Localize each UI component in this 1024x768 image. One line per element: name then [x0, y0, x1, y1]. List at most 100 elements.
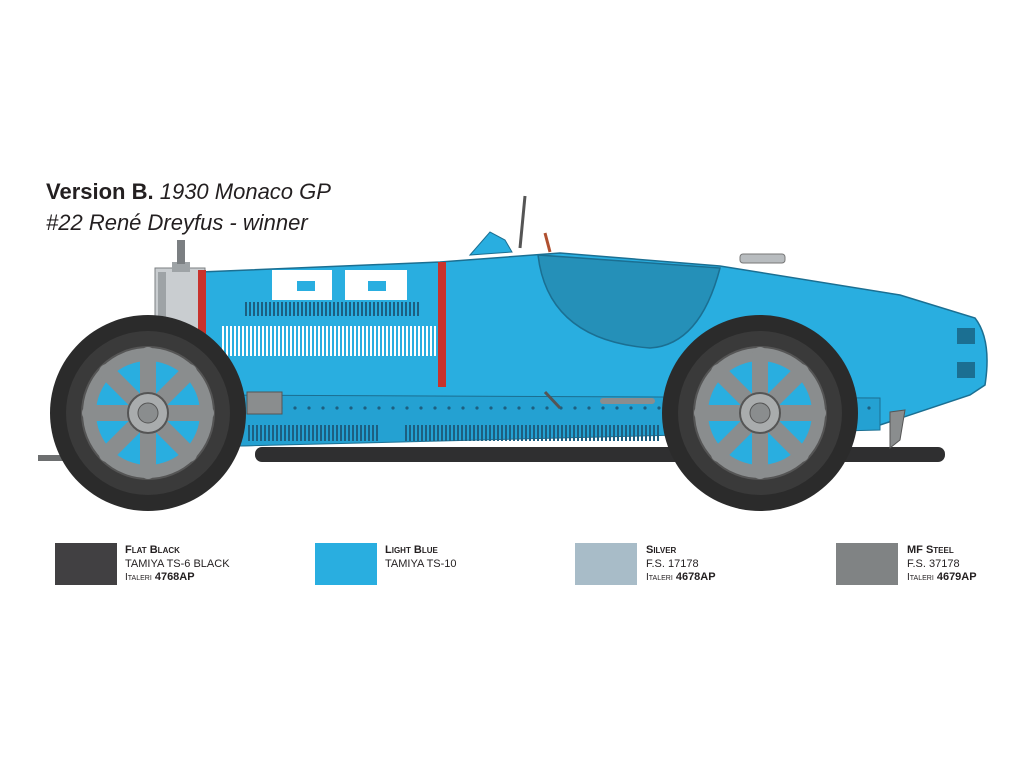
wheel-spoke [98, 417, 144, 463]
louvre-slot [525, 425, 527, 441]
rivet [503, 406, 507, 410]
louvre-slot [529, 425, 531, 441]
rivet [531, 406, 535, 410]
color-swatch-silver [575, 543, 637, 585]
louvre-slot [629, 425, 631, 441]
rivet [405, 406, 409, 410]
louvre-slot [312, 425, 314, 441]
louvre-slot [501, 425, 503, 441]
louvre-slot [509, 425, 511, 441]
louvre-slot [461, 425, 463, 441]
louvre-slot [274, 326, 276, 356]
louvre-slot [401, 302, 403, 316]
windscreen [468, 231, 513, 256]
louvre-slot [316, 425, 318, 441]
rivet [643, 406, 647, 410]
louvre-slot [413, 302, 415, 316]
louvre-slot [657, 425, 659, 441]
louvre-slot [633, 425, 635, 441]
rivet [419, 406, 423, 410]
louvre-slot [398, 326, 400, 356]
color-name: Light Blue [385, 544, 438, 556]
louvre-slot [377, 302, 379, 316]
louvre-slot [329, 302, 331, 316]
front-wheel [50, 315, 246, 511]
louvre-slot [473, 425, 475, 441]
louvre-slot [402, 326, 404, 356]
louvre-slot [441, 425, 443, 441]
color-swatch-flat-black [55, 543, 117, 585]
louvre-slot [597, 425, 599, 441]
color-legend-mf-steel: MF Steel F.S. 37178 Italeri 4679AP [907, 544, 977, 585]
rivet [573, 406, 577, 410]
louvre-slot [252, 425, 254, 441]
louvre-slot [645, 425, 647, 441]
color-legend-light-blue: Light Blue TAMIYA TS-10 [385, 544, 457, 571]
louvre-slot [349, 302, 351, 316]
louvre-slot [417, 425, 419, 441]
louvre-slot [366, 326, 368, 356]
louvre-slot [266, 326, 268, 356]
louvre-slot [340, 425, 342, 441]
louvre-slot [493, 425, 495, 441]
louvre-slot [276, 425, 278, 441]
rivet [293, 406, 297, 410]
louvre-slot [613, 425, 615, 441]
louvre-slot [336, 425, 338, 441]
louvre-slot [565, 425, 567, 441]
louvre-slot [405, 425, 407, 441]
rivet [307, 406, 311, 410]
louvre-slot [260, 425, 262, 441]
louvre-slot [293, 302, 295, 316]
louvre-slot [361, 302, 363, 316]
color-reference: TAMIYA TS-10 [385, 557, 457, 570]
louvre-slot [569, 425, 571, 441]
rivet [489, 406, 493, 410]
louvre-slot [230, 326, 232, 356]
louvre-slot [328, 425, 330, 441]
louvre-slot [348, 425, 350, 441]
louvre-slot [481, 425, 483, 441]
louvre-slot [300, 425, 302, 441]
wheel-spoke [710, 417, 756, 463]
rivet [321, 406, 325, 410]
louvre-slot [288, 425, 290, 441]
louvre-slot [326, 326, 328, 356]
skirt-louvres [248, 425, 659, 441]
louvre-slot [302, 326, 304, 356]
louvre-slot [250, 326, 252, 356]
louvre-slot [653, 425, 655, 441]
louvre-slot [409, 302, 411, 316]
louvre-slot [306, 326, 308, 356]
front-fitting [246, 391, 283, 415]
louvre-slot [573, 425, 575, 441]
louvre-slot [344, 425, 346, 441]
louvre-slot [268, 425, 270, 441]
louvre-slot [294, 326, 296, 356]
handbrake [543, 390, 562, 410]
louvre-slot [280, 425, 282, 441]
color-reference: F.S. 17178 [646, 557, 699, 570]
louvre-slot [365, 302, 367, 316]
louvre-slot [649, 425, 651, 441]
louvre-slot [385, 302, 387, 316]
louvre-slot [289, 302, 291, 316]
louvre-slot [309, 302, 311, 316]
louvre-slot [589, 425, 591, 441]
louvre-slot [425, 425, 427, 441]
gear-lever [543, 232, 552, 253]
rivet [867, 406, 871, 410]
wheel-spoke [764, 363, 810, 409]
color-reference: TAMIYA TS-6 BLACK [125, 557, 230, 570]
louvre-slot [248, 425, 250, 441]
louvre-slot [352, 425, 354, 441]
louvre-slot [264, 425, 266, 441]
louvre-slot [273, 302, 275, 316]
steering-column [518, 195, 527, 249]
louvre-slot [390, 326, 392, 356]
louvre-slot [513, 425, 515, 441]
louvre-slot [222, 326, 224, 356]
event-label: 1930 Monaco GP [159, 179, 331, 204]
louvre-slot [561, 425, 563, 441]
louvre-slot [357, 302, 359, 316]
